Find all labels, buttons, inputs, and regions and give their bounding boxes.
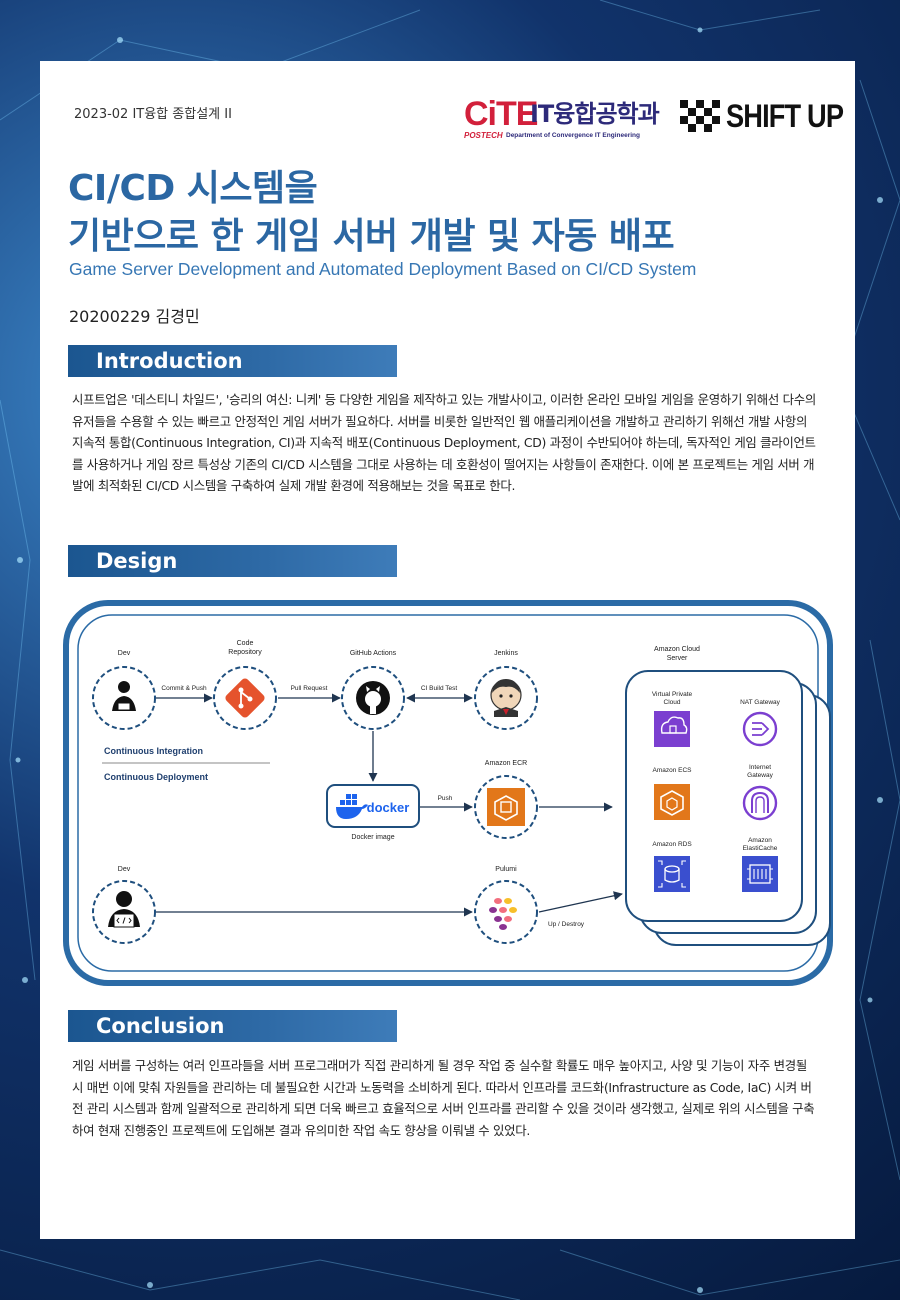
edge-ci-build-test-label: CI Build Test xyxy=(421,685,458,692)
amazon-ecr-node xyxy=(474,775,538,839)
dev-top-node xyxy=(92,666,156,730)
cicd-architecture-diagram: Dev Code Repository GitHub Actions Jenki… xyxy=(63,600,833,986)
ecs-label: Amazon ECS xyxy=(652,767,692,774)
developer-icon xyxy=(112,681,136,711)
rds-icon xyxy=(654,856,690,892)
author: 20200229 김경민 xyxy=(69,307,200,326)
ecr-icon xyxy=(487,788,525,826)
elasticache-icon xyxy=(742,856,778,892)
dev-bottom-node xyxy=(92,880,156,944)
pulumi-icon xyxy=(489,898,517,930)
introduction-heading: Introduction xyxy=(68,345,397,377)
docker-image-label: Docker image xyxy=(351,834,394,841)
legend-ci: Continuous Integration xyxy=(104,746,203,756)
course-label: 2023-02 IT융합 종합설계 II xyxy=(74,107,232,122)
poster-sheet: 2023-02 IT융합 종합설계 II CiTE IT융합공학과 POSTEC… xyxy=(40,61,855,1239)
poster-title: CI/CD 시스템을 기반으로 한 게임 서버 개발 및 자동 배포 xyxy=(68,165,675,261)
department-name-ko: IT융합공학과 xyxy=(530,100,660,128)
vpc-label-2: Cloud xyxy=(664,699,681,706)
dev-top-label: Dev xyxy=(118,650,131,657)
legend-cd: Continuous Deployment xyxy=(104,772,208,782)
elasticache-label-1: Amazon xyxy=(748,837,772,844)
docker-whale-icon xyxy=(336,794,368,819)
nat-gateway-icon xyxy=(742,711,778,747)
cloud-label-2: Server xyxy=(667,655,688,662)
title-line-2: 기반으로 한 게임 서버 개발 및 자동 배포 xyxy=(68,216,675,257)
cite-logo-word: CiTE xyxy=(464,95,538,133)
internet-gateway-icon xyxy=(742,785,778,821)
postech-label: POSTECH xyxy=(464,131,503,140)
code-repo-label-2: Repository xyxy=(228,649,262,656)
cite-department-logo: CiTE IT융합공학과 POSTECH Department of Conve… xyxy=(464,95,662,141)
github-actions-node xyxy=(341,666,405,730)
docker-wordmark: docker xyxy=(367,800,410,815)
edge-pull-request-label: Pull Request xyxy=(291,685,328,692)
edge-up-destroy-label: Up / Destroy xyxy=(548,921,585,928)
jenkins-icon xyxy=(490,679,522,717)
igw-label-1: Internet xyxy=(749,764,771,771)
cloud-label-1: Amazon Cloud xyxy=(654,646,700,653)
vpc-icon xyxy=(654,711,690,747)
vpc-label-1: Virtual Private xyxy=(652,691,693,698)
edge-commit-push-label: Commit & Push xyxy=(161,685,207,692)
title-line-1: CI/CD 시스템을 xyxy=(68,168,318,209)
amazon-cloud-server: Virtual Private Cloud NAT Gateway Amazon… xyxy=(625,670,831,946)
conclusion-heading: Conclusion xyxy=(68,1010,397,1042)
edge-up-destroy xyxy=(538,891,623,913)
elasticache-label-2: ElastiCache xyxy=(743,845,778,852)
conclusion-body: 게임 서버를 구성하는 여러 인프라들을 서버 프로그래머가 직접 관리하게 될… xyxy=(72,1058,815,1138)
shift-up-wordmark: SHIFT UP xyxy=(726,98,844,134)
igw-label-2: Gateway xyxy=(747,772,773,779)
nat-gateway-label: NAT Gateway xyxy=(740,699,781,706)
code-repository-node xyxy=(213,666,277,730)
docker-node: docker xyxy=(326,784,420,828)
edge-push-label: Push xyxy=(438,795,453,802)
coder-icon xyxy=(108,891,140,928)
git-icon xyxy=(225,678,265,718)
shift-up-logo: SHIFT UP xyxy=(680,98,844,138)
pulumi-node xyxy=(474,880,538,944)
jenkins-label: Jenkins xyxy=(494,650,518,657)
shift-up-mark-icon xyxy=(680,100,720,132)
ecs-icon xyxy=(654,784,690,820)
github-actions-label: GitHub Actions xyxy=(350,650,397,657)
ecr-label: Amazon ECR xyxy=(485,760,527,767)
code-repo-label-1: Code xyxy=(237,640,254,647)
jenkins-node xyxy=(474,666,538,730)
rds-label: Amazon RDS xyxy=(652,841,692,848)
pulumi-label: Pulumi xyxy=(495,866,517,873)
design-heading: Design xyxy=(68,545,397,577)
github-icon xyxy=(356,681,390,715)
title-english: Game Server Development and Automated De… xyxy=(69,259,697,279)
introduction-body: 시프트업은 '데스티니 차일드', '승리의 여신: 니케' 등 다양한 게임을… xyxy=(72,392,816,493)
dev-bottom-label: Dev xyxy=(118,866,131,873)
department-name-en: Department of Convergence IT Engineering xyxy=(506,132,640,139)
